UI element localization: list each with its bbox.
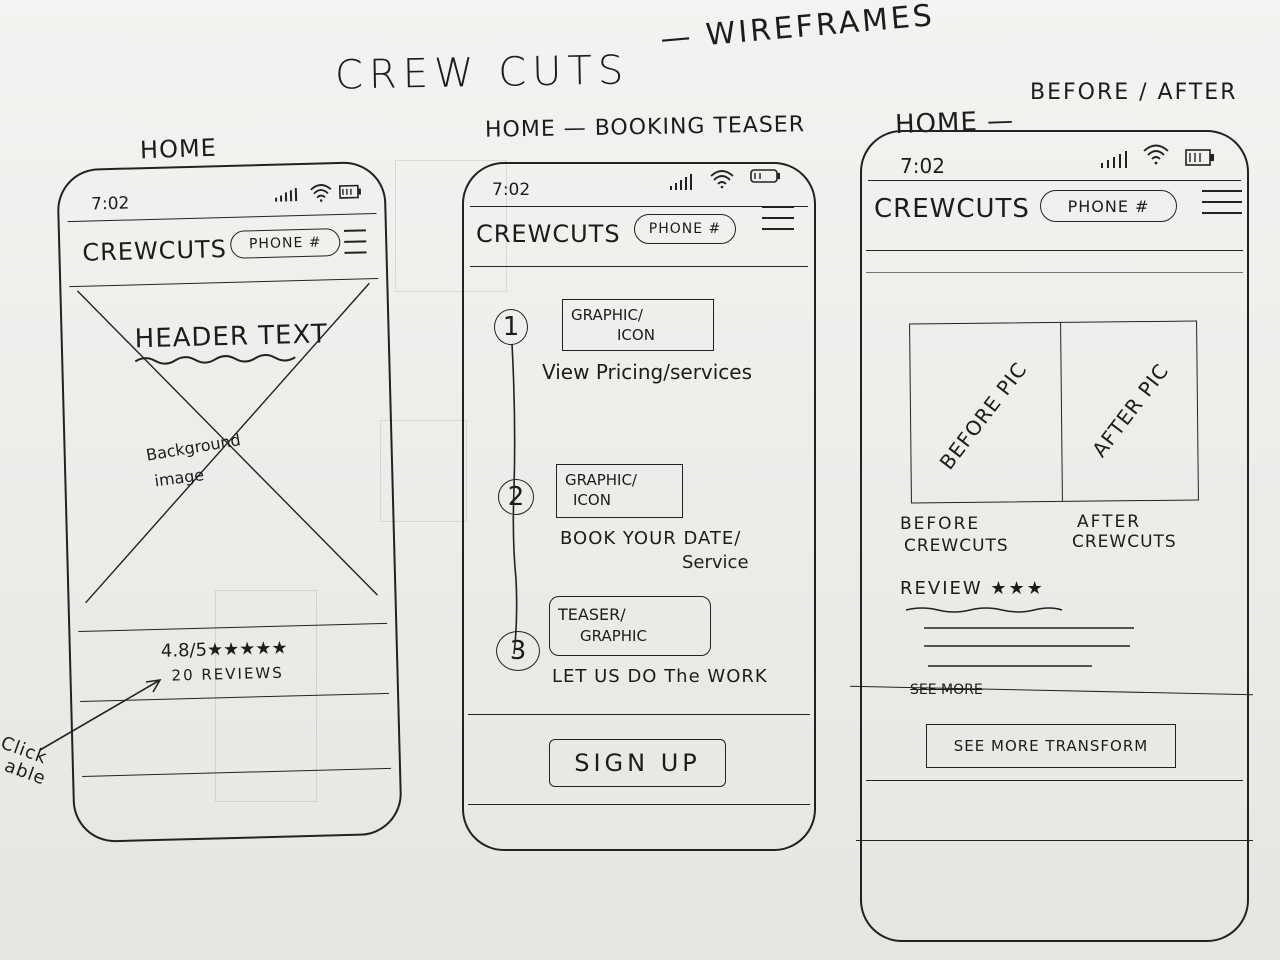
brand-logo: CREWCUTS (874, 194, 1030, 224)
screen-label-before-after-extra: BEFORE / AFTER (1030, 80, 1238, 105)
wifi-icon (710, 170, 734, 189)
step-graphic-1: GRAPHIC/ ICON (562, 299, 714, 351)
phone-button[interactable]: PHONE # (634, 214, 736, 244)
rating-score: 4.8/5★★★★★ (160, 637, 288, 662)
nav-divider (866, 250, 1243, 251)
reviews-link[interactable]: 20 REVIEWS (171, 663, 285, 685)
header-text-placeholder: HEADER TEXT (134, 319, 329, 355)
brand-logo: CREWCUTS (476, 220, 621, 248)
step-graphic-3: TEASER/ GRAPHIC (549, 596, 711, 656)
before-caption-1: BEFORE (900, 514, 981, 534)
step-caption-1: View Pricing/services (542, 360, 753, 384)
cta-divider-bottom (468, 804, 810, 805)
hamburger-menu-icon[interactable] (343, 229, 367, 263)
footer-divider (82, 767, 392, 777)
bleed-through-box (395, 160, 507, 292)
step-number-1: 1 (494, 309, 528, 345)
sign-up-label: SIGN UP (574, 749, 701, 777)
wifi-icon (310, 184, 332, 202)
step-caption-2b: Service (682, 552, 749, 573)
sketch-title: CREW CUTS (334, 47, 630, 99)
hero-divider (78, 622, 388, 633)
battery-icon (750, 169, 780, 183)
step-number-3: 3 (496, 631, 540, 671)
step-caption-2a: BOOK YOUR DATE/ (560, 528, 742, 549)
review-text-lines (905, 607, 1134, 667)
phone-button[interactable]: PHONE # (229, 228, 341, 259)
phone-frame-before-after: 7:02 CREWCUTS PHONE # BEFORE PIC AFTER P… (850, 130, 1253, 942)
status-time: 7:02 (90, 193, 130, 215)
cta-divider-top (468, 714, 810, 715)
battery-icon (1185, 149, 1214, 166)
nav-divider-2 (866, 272, 1243, 273)
before-pic-placeholder: BEFORE PIC (934, 357, 1032, 475)
brand-logo: CREWCUTS (82, 234, 228, 267)
see-more-transformations-label: SEE MORE TRANSFORM (953, 737, 1149, 755)
step-caption-3: LET US DO The WORK (552, 666, 768, 687)
status-divider (868, 180, 1241, 181)
step-connector (511, 343, 518, 655)
battery-icon (338, 184, 361, 199)
step-number-2: 2 (498, 479, 534, 515)
wifi-icon (1143, 144, 1169, 165)
nav-divider (470, 266, 808, 267)
after-pic-placeholder: AFTER PIC (1087, 358, 1174, 462)
before-after-frame: BEFORE PIC AFTER PIC (909, 320, 1199, 504)
sketch-subtitle: — WIREFRAMES (658, 0, 937, 57)
review-heading: REVIEW ★★★ (900, 578, 1045, 599)
bleed-through-box (215, 590, 317, 802)
phone-button[interactable]: PHONE # (1040, 190, 1177, 222)
see-more-transformations-button[interactable]: SEE MORE TRANSFORM (926, 724, 1176, 768)
hamburger-menu-icon[interactable] (1202, 190, 1242, 223)
signal-icon (275, 188, 298, 202)
phone-frame-home: 7:02 CREWCUTS PHONE # HEADER TEXT Backgr… (56, 160, 403, 844)
status-divider (470, 206, 808, 207)
hamburger-menu-icon[interactable] (762, 206, 794, 239)
bleed-through-box (380, 420, 467, 522)
arrow-icon (39, 678, 162, 751)
phone-frame-booking: 7:02 CREWCUTS PHONE # 1 GRAPHIC/ ICON (462, 162, 816, 851)
signal-icon (1101, 151, 1127, 168)
after-caption-1: AFTER (1077, 512, 1142, 532)
cta-divider (866, 780, 1243, 781)
signal-icon (670, 174, 692, 190)
before-caption-2: CREWCUTS (904, 536, 1009, 556)
footer-divider (856, 840, 1253, 841)
screen-label-home: HOME (139, 133, 218, 165)
hero-image-placeholder (76, 282, 378, 604)
sign-up-button[interactable]: SIGN UP (549, 739, 726, 787)
status-time: 7:02 (492, 180, 531, 200)
screen-label-booking: HOME — BOOKING TEASER (484, 112, 806, 143)
after-caption-2: CREWCUTS (1072, 532, 1177, 552)
status-time: 7:02 (900, 154, 945, 178)
status-divider (67, 213, 377, 223)
step-graphic-2: GRAPHIC/ ICON (556, 464, 683, 518)
see-more-struck: SEE MORE (910, 682, 983, 698)
